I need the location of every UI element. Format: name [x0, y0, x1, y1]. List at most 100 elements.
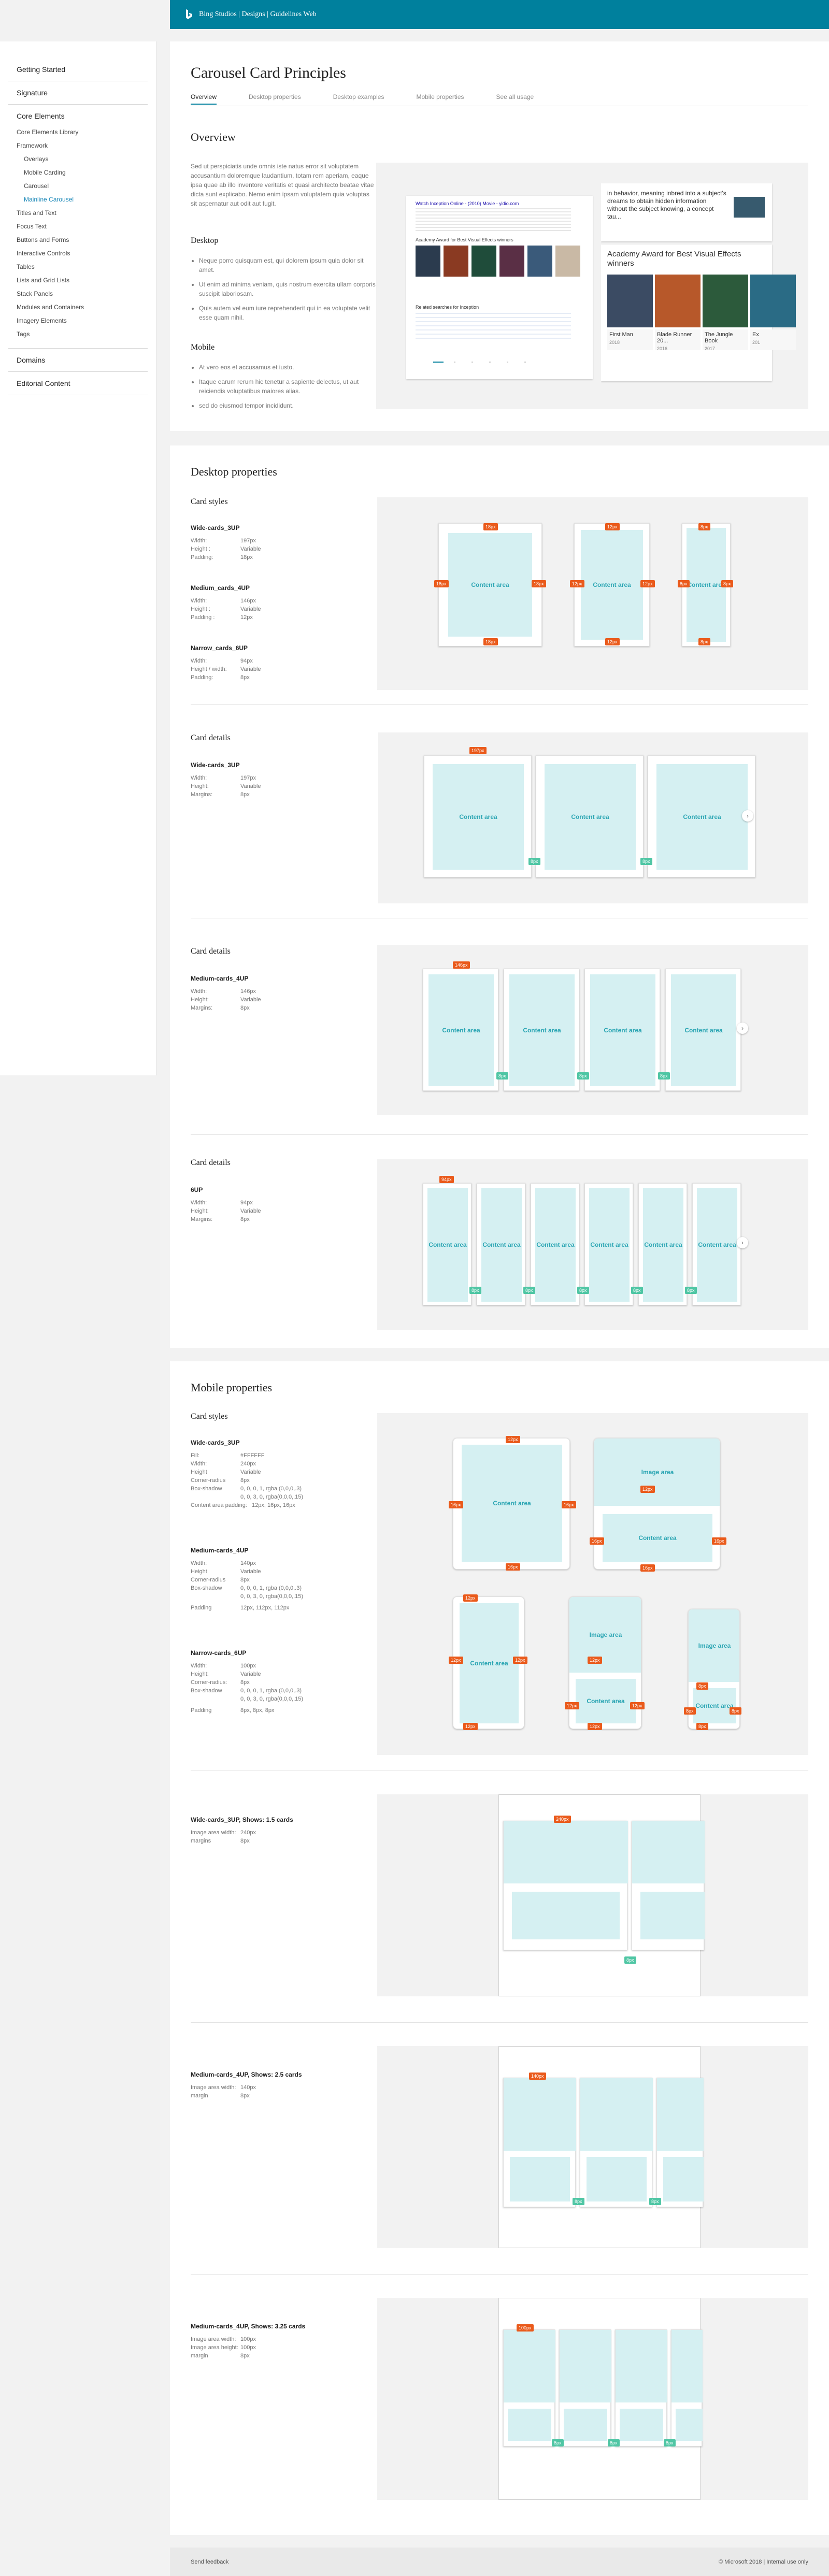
- spec-title: Medium-cards_4UP, Shows: 3.25 cards: [191, 2323, 306, 2330]
- tab-see-all-usage[interactable]: See all usage: [496, 93, 534, 100]
- spec-key: Image area width:: [191, 1830, 236, 1836]
- detail-diagram-wide: Content area Content area Content area 1…: [378, 732, 808, 903]
- sidebar-group-editorial-content[interactable]: Editorial Content: [17, 379, 70, 387]
- spec-key: Width:: [191, 775, 207, 781]
- spec-value: 12px: [240, 614, 253, 621]
- narrow-card-sample: Content area: [477, 1183, 525, 1305]
- serp-link[interactable]: Watch Inception Online - (2010) Movie - …: [416, 201, 519, 206]
- tab-overview[interactable]: Overview: [191, 93, 217, 105]
- sidebar-item-mobile-carding[interactable]: Mobile Carding: [24, 169, 66, 176]
- sidebar-item-buttons-and-forms[interactable]: Buttons and Forms: [17, 236, 69, 243]
- serp-snippet: [416, 208, 571, 233]
- sidebar-item-modules-and-containers[interactable]: Modules and Containers: [17, 304, 84, 311]
- width-tag: 240px: [554, 1816, 571, 1823]
- spec-key: Content area padding:: [191, 1502, 247, 1508]
- movie-poster[interactable]: [416, 246, 440, 277]
- padding-tag: 12px: [588, 1657, 602, 1664]
- movie-poster[interactable]: [750, 275, 796, 327]
- tab-desktop-properties[interactable]: Desktop properties: [249, 93, 301, 100]
- sidebar-item-lists-and-grid-lists[interactable]: Lists and Grid Lists: [17, 277, 70, 284]
- brand-title[interactable]: Bing Studios | Designs | Guidelines Web: [199, 10, 317, 18]
- spec-key: Padding:: [191, 554, 213, 560]
- sidebar-item-tables[interactable]: Tables: [17, 263, 35, 270]
- padding-tag: 12px: [640, 1486, 655, 1493]
- sidebar-group-getting-started[interactable]: Getting Started: [17, 65, 66, 74]
- movie-poster[interactable]: [471, 246, 496, 277]
- divider: [8, 371, 148, 372]
- divider: [191, 2274, 808, 2275]
- sidebar-item-overlays[interactable]: Overlays: [24, 155, 49, 163]
- narrow-card-sample: Content area: [692, 1183, 741, 1305]
- movie-poster[interactable]: [555, 246, 580, 277]
- sidebar-item-imagery-elements[interactable]: Imagery Elements: [17, 317, 67, 324]
- content-area: Content area: [576, 1679, 636, 1723]
- spec-value: 100px: [240, 2336, 256, 2342]
- content-area: Content area: [581, 530, 643, 640]
- sidebar-item-titles-and-text[interactable]: Titles and Text: [17, 209, 56, 217]
- movie-year: 2018: [609, 340, 620, 345]
- sidebar-group-core-elements[interactable]: Core Elements: [17, 112, 65, 120]
- tab-bar: Overview Desktop properties Desktop exam…: [191, 93, 566, 105]
- image-area: Image area: [569, 1597, 641, 1673]
- pager-dots[interactable]: [454, 362, 537, 363]
- sidebar-item-mainline-carousel[interactable]: Mainline Carousel: [24, 196, 74, 203]
- mobile-narrow-card: [615, 2329, 667, 2447]
- movie-poster[interactable]: [527, 246, 552, 277]
- list-item: At vero eos et accusamus et iusto.: [199, 363, 377, 372]
- movie-poster[interactable]: [703, 275, 748, 327]
- spec-value: Variable: [240, 997, 261, 1003]
- sidebar-group-signature[interactable]: Signature: [17, 89, 48, 97]
- spec-key: [191, 1592, 240, 1601]
- padding-tag: 8px: [721, 580, 733, 587]
- spec-title: Medium-cards_4UP: [191, 975, 249, 982]
- sidebar-item-carousel[interactable]: Carousel: [24, 182, 49, 190]
- content-area: [508, 2409, 551, 2441]
- sidebar-item-focus-text[interactable]: Focus Text: [17, 223, 47, 230]
- sidebar-item-stack-panels[interactable]: Stack Panels: [17, 290, 53, 297]
- sidebar-item-tags[interactable]: Tags: [17, 330, 30, 338]
- margin-tag: 8px: [523, 1287, 535, 1294]
- page-footer: Send feedback © Microsoft 2018 | Interna…: [170, 2548, 829, 2576]
- spec-value: 0, 0, 3, 0, rgba(0,0,0,.15): [240, 1494, 304, 1500]
- movie-tile[interactable]: Blade Runner 20...2016: [655, 329, 701, 351]
- chevron-right-icon[interactable]: ›: [737, 1023, 748, 1034]
- bing-logo-icon[interactable]: [185, 9, 194, 20]
- tab-desktop-examples[interactable]: Desktop examples: [333, 93, 384, 100]
- movie-poster[interactable]: [607, 275, 653, 327]
- sidebar-item-core-elements-library[interactable]: Core Elements Library: [17, 128, 79, 136]
- content-area: Content area: [656, 764, 748, 870]
- mobile-wide-card: Content area: [453, 1438, 570, 1570]
- padding-tag: 18px: [483, 523, 498, 530]
- mobile-card-styles-diagram: Content area 12px 16px 16px 16px Image a…: [377, 1413, 808, 1755]
- padding-tag: 12px: [506, 1436, 520, 1443]
- content-area: Content area: [590, 974, 655, 1086]
- sidebar-group-domains[interactable]: Domains: [17, 356, 46, 364]
- spec-value: 94px: [240, 658, 253, 664]
- padding-tag: 16px: [506, 1563, 520, 1571]
- sidebar-nav: Getting Started Signature Core Elements …: [0, 41, 156, 1075]
- content-area: Content area: [433, 764, 524, 870]
- movie-poster[interactable]: [655, 275, 701, 327]
- chevron-right-icon[interactable]: ›: [742, 810, 753, 822]
- medium-card-sample: Content area: [665, 969, 741, 1091]
- send-feedback-link[interactable]: Send feedback: [191, 2558, 229, 2565]
- mobile-subtitle: Mobile: [191, 343, 215, 352]
- sidebar-item-framework[interactable]: Framework: [17, 142, 48, 149]
- spec-title: Medium-cards_4UP, Shows: 2.5 cards: [191, 2071, 302, 2078]
- margin-tag: 8px: [658, 1072, 670, 1080]
- movie-poster[interactable]: [499, 246, 524, 277]
- image-area: Image area: [594, 1438, 720, 1506]
- content-area: Content area: [693, 1688, 736, 1723]
- sidebar-item-interactive-controls[interactable]: Interactive Controls: [17, 250, 70, 257]
- mobile-shows-medium-diagram: 140px 8px 8px: [377, 2046, 808, 2248]
- spec-value: Variable: [240, 1671, 261, 1677]
- tab-mobile-properties[interactable]: Mobile properties: [416, 93, 464, 100]
- padding-tag: 12px: [605, 638, 620, 645]
- pager-active[interactable]: [433, 362, 444, 363]
- movie-poster[interactable]: [444, 246, 468, 277]
- chevron-right-icon[interactable]: ›: [737, 1237, 748, 1248]
- medium-card-sample: Content area: [584, 969, 660, 1091]
